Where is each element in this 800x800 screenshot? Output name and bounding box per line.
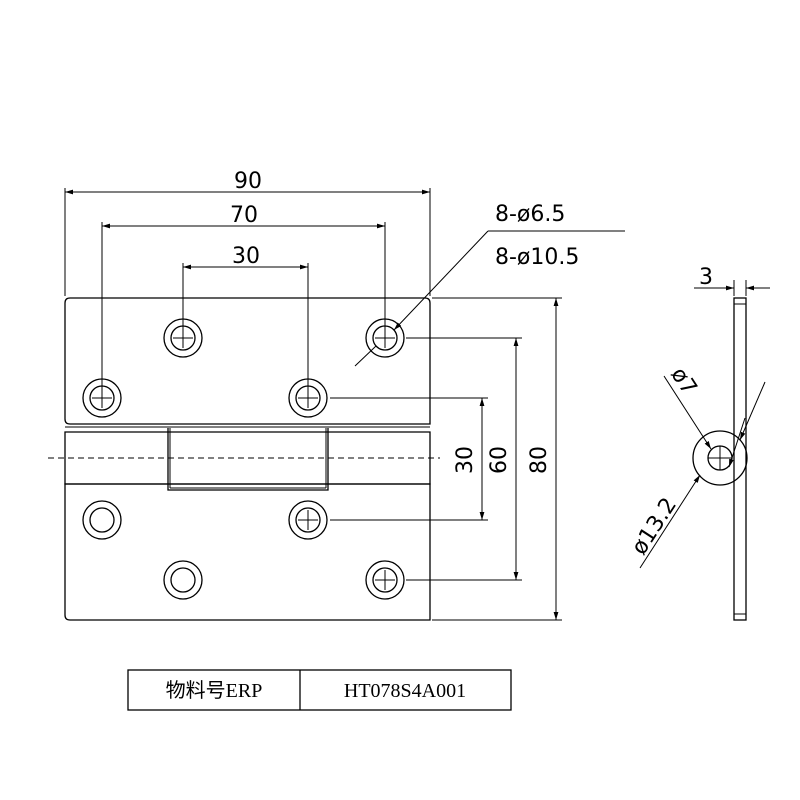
dim-thickness: 3 [699,265,713,290]
dim-vertical-inner: 30 [453,446,478,474]
side-plate [733,297,747,621]
knuckle-cutout [167,428,329,491]
dim-inner-hole-span: 30 [232,244,260,269]
dim-outer-hole-span: 70 [230,203,258,228]
title-block-label: 物料号ERP [166,679,263,702]
hole-bottom-4 [365,560,405,600]
title-block: 物料号ERP HT078S4A001 [127,669,512,711]
title-block-value: HT078S4A001 [344,680,466,702]
hole-bottom-2 [288,500,328,540]
dim-vertical-middle: 60 [487,446,512,474]
dim-side-small-dia: ø7 [665,363,701,400]
dim-side-large-dia: ø13.2 [627,493,682,559]
side-view: 3 ø7 ø13.2 [627,265,770,621]
vertical-dimensions: 30 60 80 [330,297,562,621]
side-barrel-outer [692,430,748,486]
hole-callout: 8-ø6.5 8-ø10.5 [354,202,625,367]
dim-overall-width: 90 [234,169,262,194]
hole-bottom-3 [163,560,203,600]
hole-bottom-1 [82,500,122,540]
horizontal-dimensions: 90 70 30 [64,169,431,390]
dim-vertical-overall: 80 [527,446,552,474]
front-view [48,297,440,621]
bottom-leaf-outline [64,483,431,621]
hole-note-small: 8-ø6.5 [495,202,565,227]
hole-note-large: 8-ø10.5 [495,245,579,270]
top-leaf-outline [64,297,431,425]
